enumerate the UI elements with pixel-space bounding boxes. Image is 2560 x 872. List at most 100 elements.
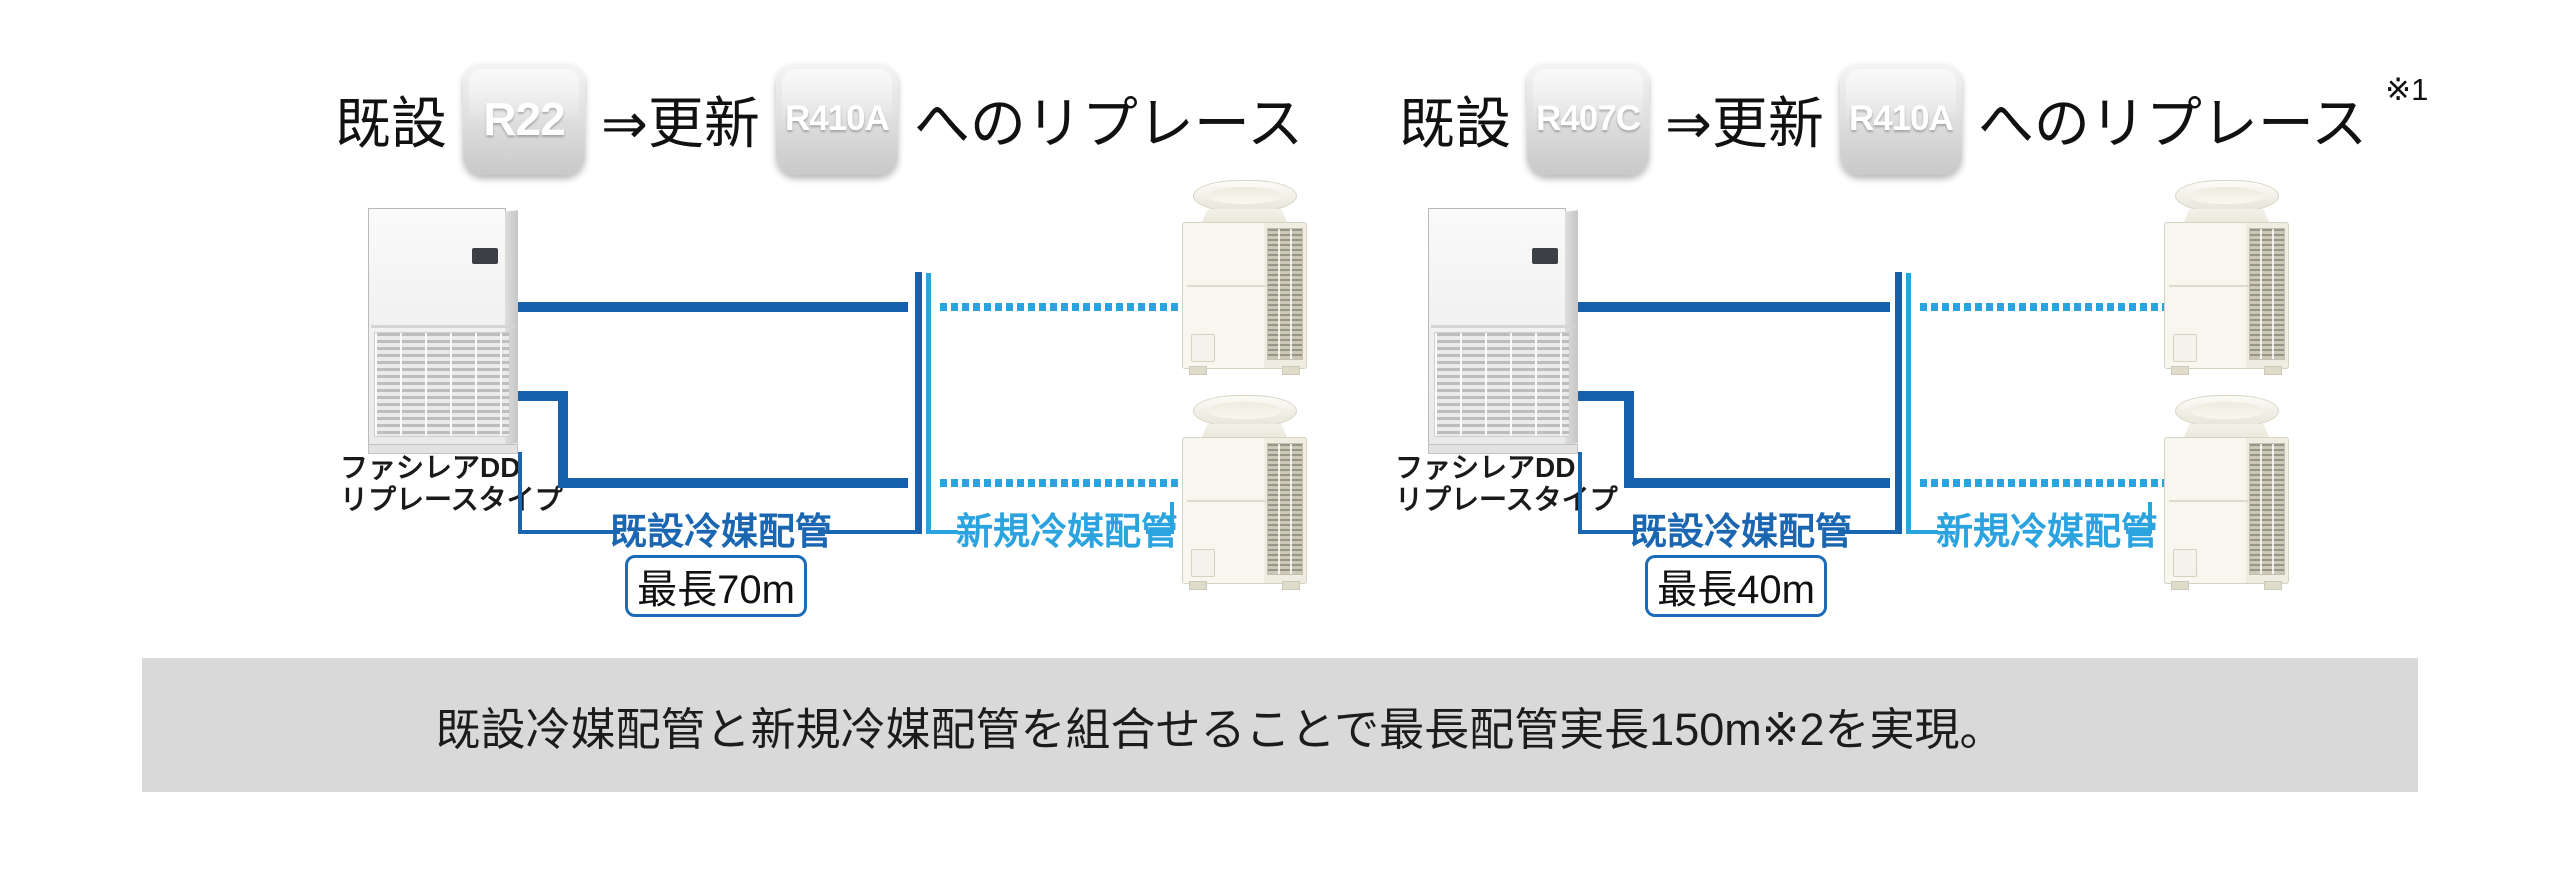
outdoor-unit-foot: [2264, 581, 2282, 590]
indoor-unit-grille: [1434, 332, 1570, 437]
new-bracket-right-line: [2126, 530, 2152, 534]
existing-pipe-label: 既設冷媒配管: [610, 511, 832, 552]
outdoor-unit-valve-box: [1191, 334, 1215, 362]
footer-note-text: 既設冷媒配管と新規冷媒配管を組合せることで最長配管実長150m※2を実現。: [435, 703, 2005, 755]
outdoor-unit-top: [2164, 180, 2289, 375]
indoor-unit-label-line1: ファシレアDD: [1395, 452, 1576, 483]
indoor-unit: [368, 208, 518, 454]
existing-pipe-elbow-h: [518, 391, 568, 401]
header-suffix: へのリプレース: [1977, 91, 2368, 155]
indoor-unit-base: [1428, 444, 1578, 454]
max-length-value: 最長40m: [1657, 568, 1815, 612]
new-bracket-left-line: [1906, 530, 1938, 534]
new-pipe-top-dashed: [940, 303, 1182, 311]
outdoor-unit-fan: [2174, 395, 2279, 427]
indoor-unit: [1428, 208, 1578, 454]
refrigerant-badge-label: R407C: [1533, 69, 1643, 169]
refrigerant-badge-label: R410A: [781, 69, 892, 169]
outdoor-unit-valve-box: [2173, 549, 2197, 577]
new-bracket-right-tick: [2148, 502, 2152, 534]
existing-pipe-bottom: [558, 478, 908, 488]
refrigerant-badge-label: R410A: [1845, 69, 1956, 169]
outdoor-unit-valve-box: [1191, 549, 1215, 577]
indoor-unit-label-line1: ファシレアDD: [340, 452, 521, 483]
outdoor-unit-foot: [2171, 366, 2189, 375]
indoor-unit-label: ファシレアDD リプレースタイプ: [340, 452, 563, 517]
outdoor-unit-body: [1182, 222, 1307, 375]
existing-pipe-elbow-v: [1624, 391, 1634, 488]
outdoor-unit-grille: [2249, 443, 2285, 575]
indoor-unit-base: [368, 444, 518, 454]
outdoor-unit-neck: [2183, 424, 2270, 438]
new-bracket-left-line: [926, 530, 958, 534]
existing-bracket-left-line: [1578, 530, 1638, 534]
refrigerant-badge-r410a: R410A: [1839, 63, 1962, 175]
outdoor-unit-foot: [1189, 581, 1207, 590]
outdoor-unit-foot: [2264, 366, 2282, 375]
max-length-box: 最長40m: [1645, 555, 1827, 617]
existing-pipe-elbow-v: [558, 391, 568, 488]
existing-pipe-label: 既設冷媒配管: [1630, 511, 1852, 552]
existing-bracket-left-tick: [1578, 452, 1582, 534]
header-prefix: 既設: [335, 91, 447, 155]
header-prefix: 既設: [1399, 91, 1511, 155]
outdoor-unit-body: [1182, 437, 1307, 590]
refrigerant-badge-r407c: R407C: [1527, 63, 1649, 175]
outdoor-unit-seam: [2169, 500, 2249, 502]
outdoor-unit-foot: [1282, 366, 1300, 375]
existing-pipe-bottom: [1624, 478, 1890, 488]
outdoor-unit-neck: [2183, 209, 2270, 223]
new-pipe-start-line: [1906, 273, 1911, 534]
max-length-value: 最長70m: [637, 568, 795, 612]
existing-bracket-right-line: [1838, 530, 1898, 534]
existing-pipe-end-line: [915, 272, 922, 534]
outdoor-unit-fan: [2174, 180, 2279, 212]
indoor-unit-seam: [1431, 325, 1575, 328]
diagram-right-header: 既設 R407C ⇒更新 R410A へのリプレース ※1: [1399, 58, 2428, 180]
header-arrow-update: ⇒更新: [1665, 91, 1824, 155]
existing-bracket-left-line: [518, 530, 620, 534]
outdoor-unit-fan: [1192, 395, 1297, 427]
indoor-unit-label-line2: リプレースタイプ: [340, 484, 563, 516]
outdoor-unit-foot: [1282, 581, 1300, 590]
outdoor-unit-valve-box: [2173, 334, 2197, 362]
header-footnote-mark: ※1: [2385, 72, 2429, 107]
existing-bracket-left-tick: [518, 452, 522, 534]
max-length-box: 最長70m: [625, 555, 807, 617]
outdoor-unit-bottom: [1182, 395, 1307, 590]
indoor-unit-label: ファシレアDD リプレースタイプ: [1395, 452, 1618, 517]
outdoor-unit-neck: [1201, 209, 1288, 223]
outdoor-unit-grille: [2249, 228, 2285, 360]
outdoor-unit-foot: [1189, 366, 1207, 375]
outdoor-unit-grille: [1267, 228, 1303, 360]
header-arrow-update: ⇒更新: [601, 91, 760, 155]
diagram-left-header: 既設 R22 ⇒更新 R410A へのリプレース: [335, 58, 1303, 180]
new-bracket-right-line: [1146, 530, 1174, 534]
outdoor-unit-seam: [2169, 285, 2249, 287]
footer-note-bar: 既設冷媒配管と新規冷媒配管を組合せることで最長配管実長150m※2を実現。: [142, 658, 2418, 792]
new-bracket-right-tick: [1170, 502, 1174, 534]
outdoor-unit-body: [2164, 437, 2289, 590]
outdoor-unit-top: [1182, 180, 1307, 375]
new-pipe-start-line: [926, 273, 931, 534]
refrigerant-badge-label: R22: [469, 69, 579, 169]
outdoor-unit-seam: [1187, 285, 1267, 287]
outdoor-unit-fan: [1192, 180, 1297, 212]
outdoor-unit-bottom: [2164, 395, 2289, 590]
indoor-unit-grille: [374, 332, 510, 437]
outdoor-unit-neck: [1201, 424, 1288, 438]
refrigerant-badge-r22: R22: [463, 63, 585, 175]
existing-pipe-top: [518, 302, 908, 312]
indoor-unit-display: [472, 248, 498, 264]
header-suffix: へのリプレース: [913, 91, 1304, 155]
existing-bracket-right-line: [818, 530, 918, 534]
new-pipe-label: 新規冷媒配管: [956, 511, 1178, 552]
new-pipe-bottom-dashed: [940, 479, 1182, 487]
indoor-unit-display: [1532, 248, 1558, 264]
refrigerant-badge-r410a: R410A: [775, 63, 898, 175]
existing-pipe-end-line: [1895, 272, 1902, 534]
outdoor-unit-body: [2164, 222, 2289, 375]
outdoor-unit-seam: [1187, 500, 1267, 502]
new-pipe-bottom-dashed: [1920, 479, 2164, 487]
